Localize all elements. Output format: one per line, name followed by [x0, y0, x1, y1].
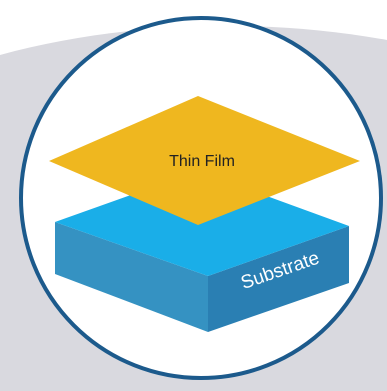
substrate-top-face: [55, 171, 349, 276]
substrate-left-face: [55, 222, 208, 332]
substrate-right-face: [208, 226, 349, 332]
thin-film-label: Thin Film: [169, 153, 235, 170]
thin-film-layer: [49, 96, 360, 225]
